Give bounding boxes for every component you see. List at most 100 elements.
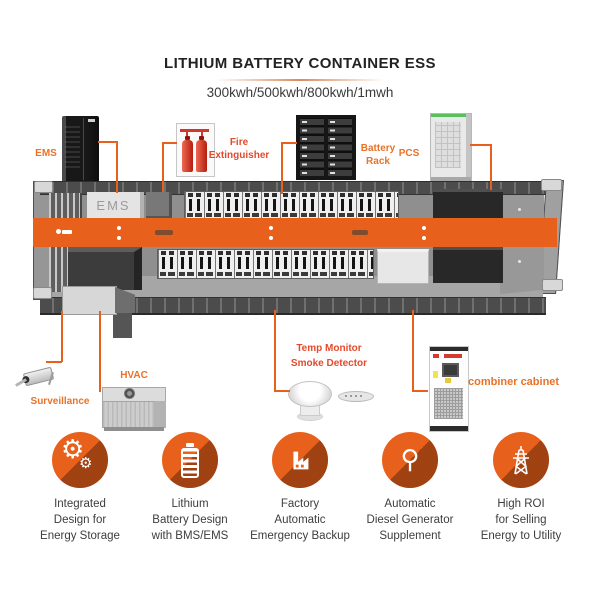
battery-module-row-bottom <box>157 249 374 279</box>
feature-emergency-backup: Factory Automatic Emergency Backup <box>240 432 360 544</box>
connector-line-ems <box>98 141 117 143</box>
cylinder-cap <box>199 136 204 140</box>
cylinder-cap <box>185 136 190 140</box>
cabinet-display <box>442 363 459 377</box>
feature-high-roi: High ROI for Selling Energy to Utility <box>461 432 581 544</box>
connector-line-ems <box>116 141 118 193</box>
corner-casting-top-left <box>34 181 53 193</box>
rack-column <box>300 118 324 176</box>
cabinet-warning-label <box>445 378 451 383</box>
tools-icon: ⚲ <box>382 432 438 488</box>
pcs-vent-door <box>435 122 461 168</box>
pcs-label: PCS <box>398 148 420 159</box>
feature-label: Factory Automatic Emergency Backup <box>250 498 350 542</box>
cabinet-label-chip <box>88 119 95 122</box>
connector-line-fire <box>162 142 164 192</box>
feature-label: Integrated Design for Energy Storage <box>40 498 120 542</box>
connector-line-pcs <box>490 144 492 190</box>
connector-line-combiner <box>412 390 428 392</box>
container-top-rail <box>40 181 546 195</box>
factory-icon <box>272 432 328 488</box>
cabinet-red-stripe <box>444 354 462 358</box>
feature-lithium-battery: Lithium Battery Design with BMS/EMS <box>130 432 250 544</box>
cabinet-top-bar <box>430 347 468 351</box>
hvac-label: HVAC <box>120 370 148 381</box>
connector-line-hvac <box>99 311 101 392</box>
feature-label: Lithium Battery Design with BMS/EMS <box>151 498 229 542</box>
pcs-green-strip <box>431 114 471 117</box>
combiner-cabinet-image <box>429 346 469 432</box>
temp-monitor-smoke-detector-label: Temp Monitor Smoke Detector <box>290 343 368 369</box>
container-hvac-unit-inside <box>68 247 142 290</box>
gear-glyph-small: ⚙ <box>79 455 93 472</box>
connector-line-surveillance <box>46 361 62 363</box>
container-dark-cabinet-bottom-right <box>433 247 503 283</box>
battery-module-row-top <box>184 191 399 220</box>
feature-diesel-generator: ⚲ Automatic Diesel Generator Supplement <box>350 432 470 544</box>
band-logo-mark <box>352 230 368 235</box>
cabinet-yellow-label <box>433 371 438 378</box>
hvac-fan <box>124 388 135 399</box>
capacity-subtitle: 300kwh/500kwh/800kwh/1mwh <box>206 85 394 100</box>
band-logo-mark <box>155 230 173 235</box>
fire-pipe <box>180 129 209 132</box>
band-bolt-dot <box>117 226 121 230</box>
corner-casting-top-right <box>541 179 562 191</box>
factory-glyph <box>293 451 309 470</box>
corner-casting-bottom-left <box>33 287 52 299</box>
pcs-cabinet-image <box>430 113 472 183</box>
band-bolt-dot <box>269 226 273 230</box>
connector-line-temp <box>274 390 290 392</box>
hvac-unit-image <box>102 383 168 433</box>
connector-line-pcs <box>470 144 491 146</box>
container-ems-panel: EMS <box>87 192 144 219</box>
band-lock-bar <box>62 230 72 234</box>
combiner-cabinet-label: combiner cabinet <box>468 376 560 388</box>
container-duct-facet <box>115 287 135 313</box>
container-duct-tab <box>113 312 132 338</box>
cabinet-vents <box>65 126 80 168</box>
cabinet-door-seam <box>83 118 84 180</box>
ems-label: EMS <box>35 148 57 159</box>
feature-label: High ROI for Selling Energy to Utility <box>480 498 562 542</box>
battery-cap <box>186 443 194 447</box>
band-bolt-dot <box>117 236 121 240</box>
gears-icon: ⚙ ⚙ <box>52 432 108 488</box>
transmission-tower-glyph <box>513 446 529 475</box>
band-bolt-dot <box>422 226 426 230</box>
connector-line-rack <box>281 142 297 144</box>
pcs-side-facet <box>466 114 471 182</box>
battery-body <box>181 448 199 478</box>
power-tower-icon <box>493 432 549 488</box>
container-orange-band <box>33 218 557 247</box>
door-hinge-dot <box>518 260 521 263</box>
feature-integrated-design: ⚙ ⚙ Integrated Design for Energy Storage <box>20 432 140 544</box>
connector-line-temp <box>274 310 276 391</box>
band-lock-dot <box>56 229 61 234</box>
rack-column <box>328 118 352 176</box>
door-hinge-dot <box>518 208 521 211</box>
fire-extinguisher-label: Fire Extinguisher <box>208 137 270 161</box>
battery-icon <box>162 432 218 488</box>
fire-extinguisher-image <box>176 123 215 177</box>
cabinet-red-badge <box>433 354 439 358</box>
ems-cabinet-image <box>62 116 99 182</box>
container-combiner-box-inside <box>377 249 429 284</box>
band-bolt-dot <box>269 236 273 240</box>
battery-rack-image <box>296 115 356 180</box>
gear-glyph-large: ⚙ <box>61 434 85 464</box>
hammer-wrench-glyph: ⚲ <box>400 444 420 474</box>
temp-monitor-image <box>338 391 374 402</box>
smoke-detector-image <box>288 381 332 407</box>
hvac-base <box>104 427 164 431</box>
surveillance-label: Surveillance <box>30 396 90 407</box>
page-title: LITHIUM BATTERY CONTAINER ESS <box>164 55 436 72</box>
connector-line-rack <box>281 142 283 194</box>
cabinet-vent-mesh <box>434 388 463 419</box>
pcs-base <box>431 177 471 182</box>
connector-line-surveillance <box>61 311 63 362</box>
container-fire-suppression-box <box>146 192 172 218</box>
connector-line-combiner <box>412 310 414 391</box>
battery-rack-label: Battery Rack <box>360 143 396 167</box>
container-duct <box>62 286 117 315</box>
